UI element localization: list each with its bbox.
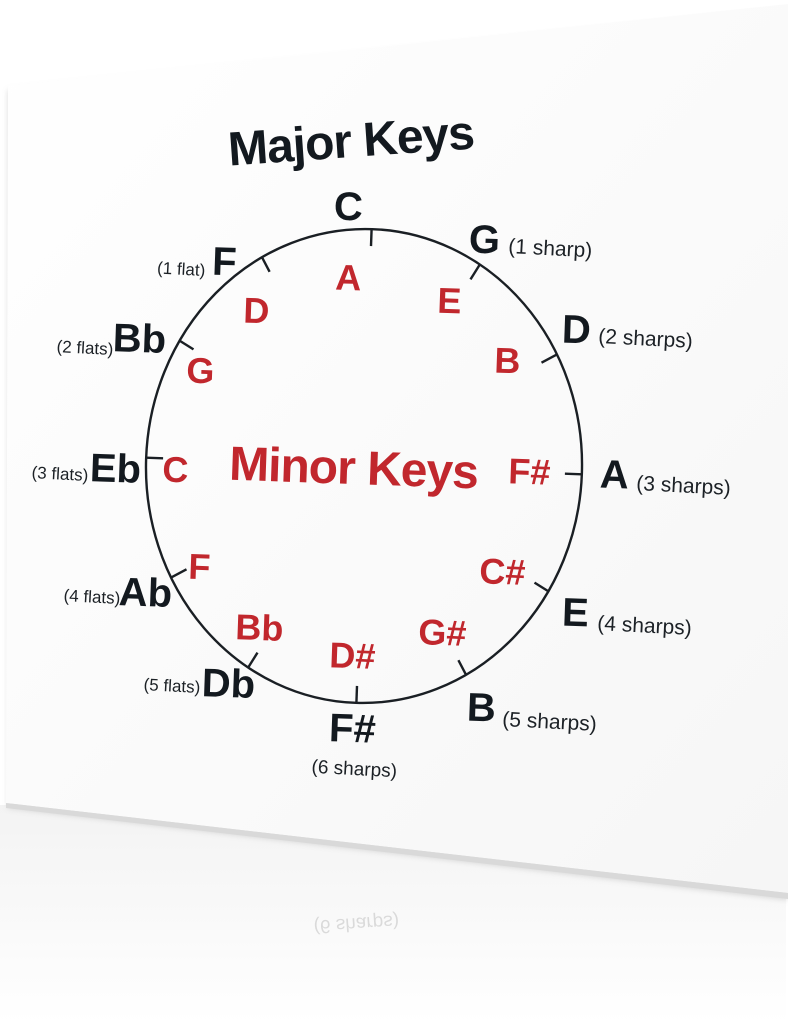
tick-mark bbox=[369, 229, 373, 247]
key-signature-label: (4 flats) bbox=[63, 586, 121, 608]
minor-key-label: F bbox=[188, 546, 211, 588]
major-key-label: D bbox=[561, 308, 591, 353]
card-edge bbox=[6, 803, 788, 899]
tick-mark bbox=[533, 581, 550, 593]
minor-key-label: D# bbox=[329, 634, 376, 677]
minor-key-label: D bbox=[243, 290, 270, 332]
minor-key-label: C# bbox=[479, 550, 526, 593]
major-key-label: Ab bbox=[118, 570, 173, 616]
tick-mark bbox=[564, 472, 582, 476]
tick-mark bbox=[457, 659, 468, 676]
minor-key-label: Bb bbox=[235, 606, 284, 649]
minor-key-label: G bbox=[186, 350, 215, 392]
minor-key-label: F# bbox=[508, 450, 551, 492]
major-key-label: Db bbox=[201, 661, 256, 707]
major-key-label: Bb bbox=[112, 316, 167, 362]
tick-mark bbox=[178, 339, 195, 351]
minor-key-label: B bbox=[494, 340, 521, 382]
key-signature-label: (6 sharps) bbox=[311, 757, 398, 782]
tick-mark bbox=[540, 353, 558, 364]
tick-mark bbox=[355, 685, 359, 703]
key-signature-label: (3 flats) bbox=[31, 463, 89, 485]
minor-key-label: A bbox=[335, 257, 362, 299]
major-key-label: Eb bbox=[89, 446, 142, 492]
major-key-label: F bbox=[211, 240, 237, 285]
key-signature-label: (4 sharps) bbox=[597, 612, 693, 640]
key-signature-label: (3 sharps) bbox=[636, 472, 732, 500]
card-sheet bbox=[6, 4, 788, 893]
major-key-label: F# bbox=[328, 706, 376, 752]
minor-key-label: E bbox=[437, 280, 462, 322]
key-signature-label: (1 flat) bbox=[157, 258, 206, 279]
tick-mark bbox=[146, 456, 164, 460]
tick-mark bbox=[170, 568, 188, 579]
key-signature-label: (2 sharps) bbox=[598, 325, 694, 353]
key-signature-label: (2 flats) bbox=[56, 337, 114, 359]
minor-key-label: C bbox=[162, 449, 189, 491]
major-key-label: A bbox=[599, 453, 629, 498]
center-label: Minor Keys bbox=[228, 438, 478, 500]
tick-mark bbox=[247, 651, 259, 668]
reflection-floor bbox=[0, 805, 786, 1024]
key-signature-label: (5 flats) bbox=[143, 675, 201, 697]
major-key-label: G bbox=[468, 217, 501, 262]
key-signature-label: (5 sharps) bbox=[502, 708, 598, 736]
tick-mark bbox=[469, 264, 481, 281]
minor-key-label: G# bbox=[418, 611, 467, 654]
key-signature-label: (1 sharp) bbox=[508, 235, 593, 262]
tick-marks bbox=[146, 229, 582, 703]
major-key-label: B bbox=[466, 686, 496, 731]
major-key-label: C bbox=[333, 185, 363, 230]
tick-mark bbox=[260, 256, 271, 273]
major-key-label: E bbox=[561, 591, 589, 636]
